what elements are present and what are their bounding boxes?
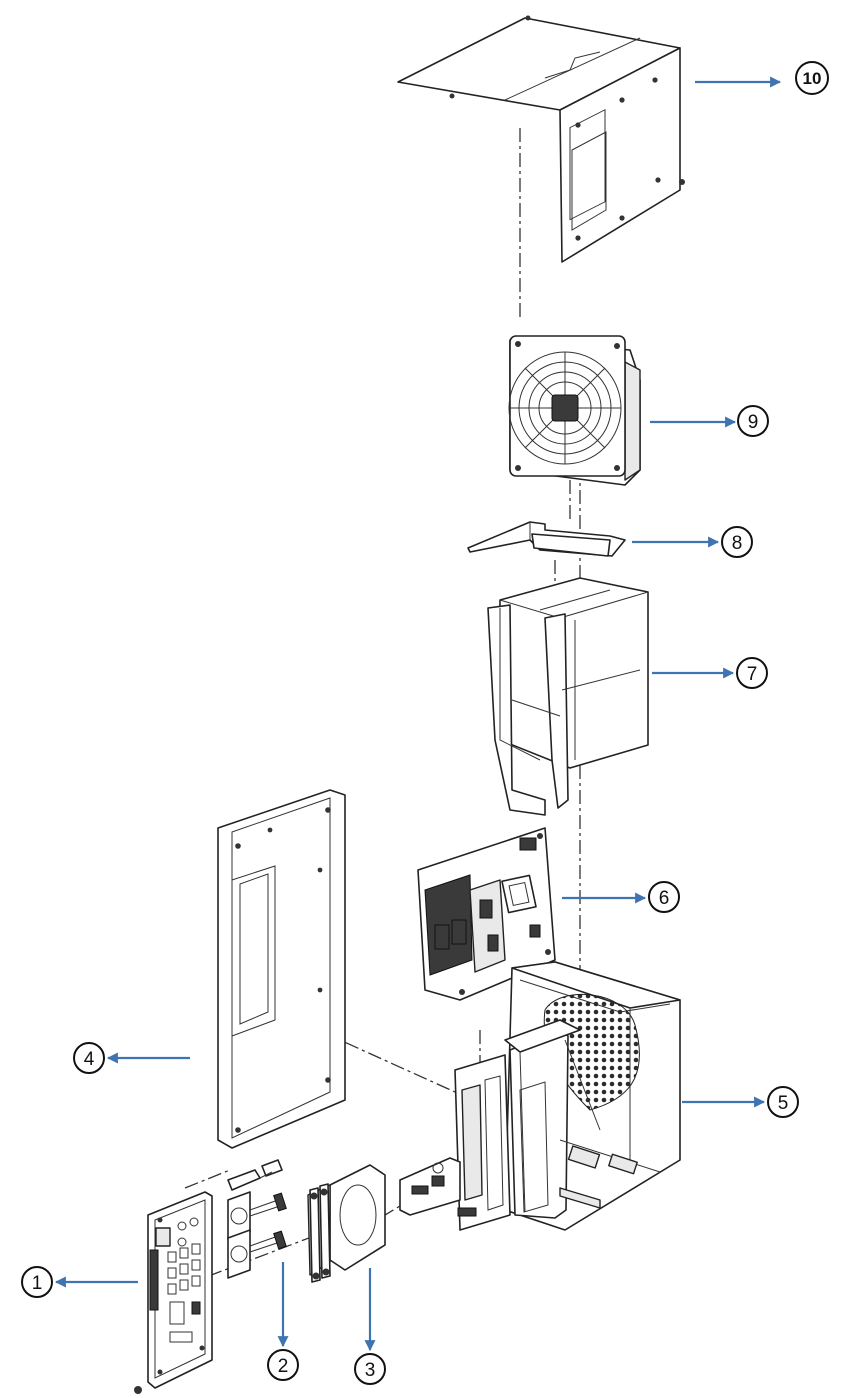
callout-label-6: 6 xyxy=(659,888,670,909)
callout-label-2: 2 xyxy=(278,1356,289,1377)
bracket-part xyxy=(467,521,626,557)
callout-label-7: 7 xyxy=(747,664,758,685)
callout-5: 5 xyxy=(767,1086,799,1118)
callout-4: 4 xyxy=(73,1042,105,1074)
callout-label-5: 5 xyxy=(778,1093,789,1114)
callout-2: 2 xyxy=(267,1349,299,1381)
callout-arrows xyxy=(54,76,782,1352)
callout-3: 3 xyxy=(354,1353,386,1385)
callout-9: 9 xyxy=(737,405,769,437)
side-panel-part xyxy=(217,789,346,1149)
callout-8: 8 xyxy=(721,526,753,558)
chassis-part xyxy=(399,961,681,1231)
callout-label-4: 4 xyxy=(84,1049,95,1070)
callout-7: 7 xyxy=(736,657,768,689)
callout-6: 6 xyxy=(648,881,680,913)
motherboard-part xyxy=(417,827,556,1001)
callout-label-3: 3 xyxy=(365,1360,376,1381)
callout-label-9: 9 xyxy=(748,412,759,433)
io-panel-part xyxy=(134,1191,213,1394)
callout-label-1: 1 xyxy=(32,1273,43,1294)
card-cage-part xyxy=(487,577,649,816)
top-cover-part xyxy=(397,15,685,263)
callout-1: 1 xyxy=(21,1266,53,1298)
callout-10: 10 xyxy=(795,61,829,95)
cooling-fan-part xyxy=(508,335,641,486)
callout-label-8: 8 xyxy=(732,533,743,554)
cable-assembly-part xyxy=(227,1159,287,1279)
hard-drive-part xyxy=(307,1164,386,1283)
callout-label-10: 10 xyxy=(803,69,822,88)
